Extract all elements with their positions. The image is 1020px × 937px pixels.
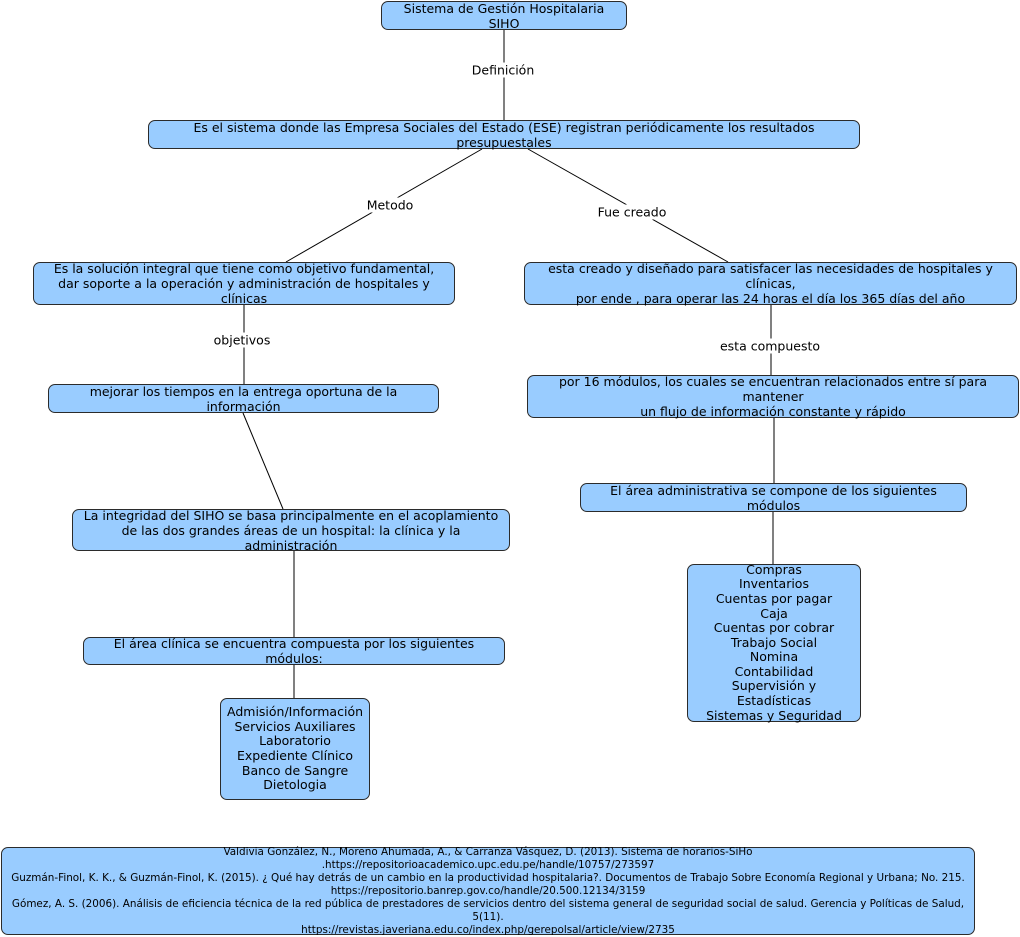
node-admin-area-text: El área administrativa se compone de los… bbox=[610, 482, 937, 513]
node-created[interactable]: esta creado y diseñado para satisfacer l… bbox=[524, 261, 1017, 306]
node-created-text: esta creado y diseñado para satisfacer l… bbox=[548, 261, 993, 306]
node-clinical-area-text: El área clínica se encuentra compuesta p… bbox=[113, 636, 475, 666]
node-clinical-area[interactable]: El área clínica se encuentra compuesta p… bbox=[83, 636, 505, 666]
node-definition-text: Es el sistema donde las Empresa Sociales… bbox=[193, 119, 815, 150]
node-objective[interactable]: mejorar los tiempos en la entrega oportu… bbox=[48, 383, 439, 414]
node-admin-modules[interactable]: Compras Inventarios Cuentas por pagar Ca… bbox=[687, 561, 861, 723]
link-label-metodo: Metodo bbox=[364, 197, 416, 213]
link-label-esta-compuesto: esta compuesto bbox=[717, 338, 823, 354]
node-method-text: Es la solución integral que tiene como o… bbox=[53, 261, 435, 306]
node-modules16[interactable]: por 16 módulos, los cuales se encuentran… bbox=[527, 374, 1019, 419]
link-label-objetivos: objetivos bbox=[211, 332, 273, 348]
link-label-definicion: Definición bbox=[469, 62, 537, 78]
node-integrity[interactable]: La integridad del SIHO se basa principal… bbox=[72, 507, 510, 553]
node-objective-text: mejorar los tiempos en la entrega oportu… bbox=[89, 383, 398, 414]
node-root[interactable]: Sistema de Gestión Hospitalaria SIHO bbox=[381, 0, 627, 31]
link-label-fue-creado: Fue creado bbox=[595, 204, 669, 220]
node-root-text: Sistema de Gestión Hospitalaria SIHO bbox=[403, 0, 605, 31]
node-clinical-modules-text: Admisión/Información Servicios Auxiliare… bbox=[227, 704, 364, 793]
line-objective-integrity bbox=[242, 412, 284, 510]
node-admin-modules-text: Compras Inventarios Cuentas por pagar Ca… bbox=[706, 561, 842, 723]
node-admin-area[interactable]: El área administrativa se compone de los… bbox=[580, 482, 967, 513]
node-clinical-modules[interactable]: Admisión/Información Servicios Auxiliare… bbox=[220, 698, 370, 800]
node-definition[interactable]: Es el sistema donde las Empresa Sociales… bbox=[148, 119, 860, 150]
node-references[interactable]: Valdivia González, N., Moreno Ahumada, A… bbox=[1, 845, 975, 936]
node-method[interactable]: Es la solución integral que tiene como o… bbox=[33, 261, 455, 306]
node-integrity-text: La integridad del SIHO se basa principal… bbox=[83, 507, 499, 553]
node-references-text: Valdivia González, N., Moreno Ahumada, A… bbox=[11, 845, 965, 936]
node-modules16-text: por 16 módulos, los cuales se encuentran… bbox=[558, 374, 988, 419]
